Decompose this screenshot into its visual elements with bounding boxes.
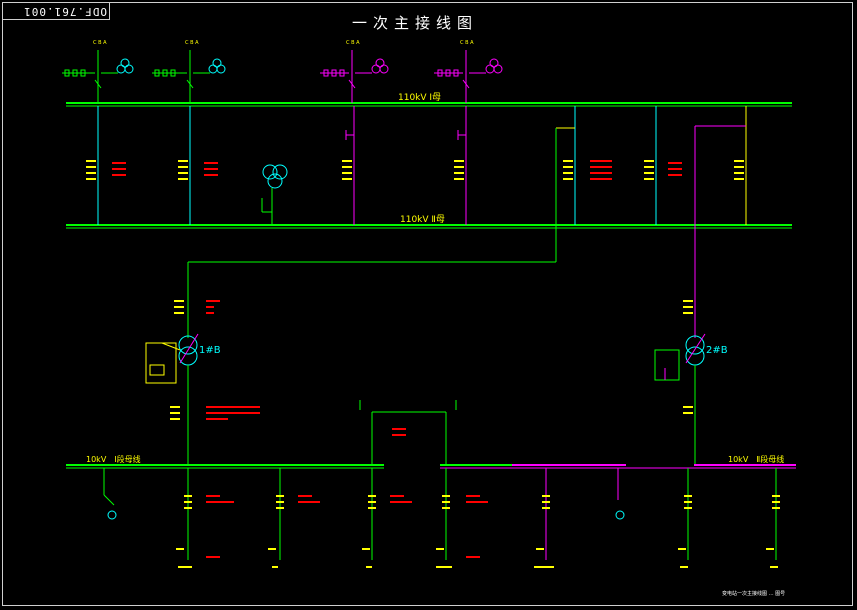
bay-110kv-5 bbox=[187, 106, 576, 330]
incoming-line-4 bbox=[434, 50, 503, 103]
equipment-stack-t1 bbox=[170, 300, 184, 420]
bus-110kv-1-label: 110kV Ⅰ母 bbox=[398, 92, 441, 103]
equipment-stack-t2 bbox=[683, 300, 693, 414]
phase-label-4: C B A bbox=[460, 40, 474, 46]
bus-110kv-1 bbox=[66, 102, 792, 107]
incoming-line-3 bbox=[320, 50, 389, 103]
transformer-1-label: 1#B bbox=[199, 345, 221, 356]
incoming-line-2 bbox=[152, 50, 226, 103]
incoming-line-1 bbox=[62, 50, 134, 103]
diagram-title: 一次主接线图 bbox=[352, 14, 479, 32]
bus-10kv-2 bbox=[440, 464, 796, 469]
feeder-equipment-10kv bbox=[176, 495, 780, 550]
bus-10kv-1 bbox=[66, 464, 384, 469]
bay-110kv-7 bbox=[694, 106, 747, 330]
footer-note: 变电站一次主接线图 … 图号 bbox=[722, 590, 785, 597]
transformer-2-label: 2#B bbox=[706, 345, 728, 356]
feeders-10kv bbox=[103, 468, 777, 560]
feeders-10kv-magenta bbox=[545, 468, 625, 560]
red-annotation-t1 bbox=[206, 300, 260, 420]
red-annotation-feeders bbox=[206, 495, 488, 558]
phase-label-2: C B A bbox=[185, 40, 199, 46]
bus-10kv-2-label: 10kV Ⅱ段母线 bbox=[728, 454, 784, 464]
bus-110kv-2-label: 110kV Ⅱ母 bbox=[400, 214, 445, 225]
phase-label-3: C B A bbox=[346, 40, 360, 46]
bay-110kv-4 bbox=[457, 106, 467, 225]
bus-tie-10kv bbox=[359, 400, 457, 465]
red-annotation-tie bbox=[392, 428, 406, 436]
pt-bay-110kv bbox=[261, 164, 288, 225]
equipment-stacks-110kv bbox=[86, 160, 744, 180]
bus-110kv-2 bbox=[66, 224, 792, 229]
bay-110kv-3 bbox=[345, 106, 355, 225]
bus-10kv-1-label: 10kV Ⅰ段母线 bbox=[86, 454, 141, 464]
feeder-labels-10kv bbox=[178, 566, 778, 568]
red-annotation-marks-110kv bbox=[112, 160, 682, 180]
transformer-1 bbox=[145, 300, 199, 465]
phase-label-1: C B A bbox=[93, 40, 107, 46]
drawing-code-box: ODF.761.001 bbox=[2, 2, 110, 20]
transformer-2 bbox=[654, 300, 706, 465]
